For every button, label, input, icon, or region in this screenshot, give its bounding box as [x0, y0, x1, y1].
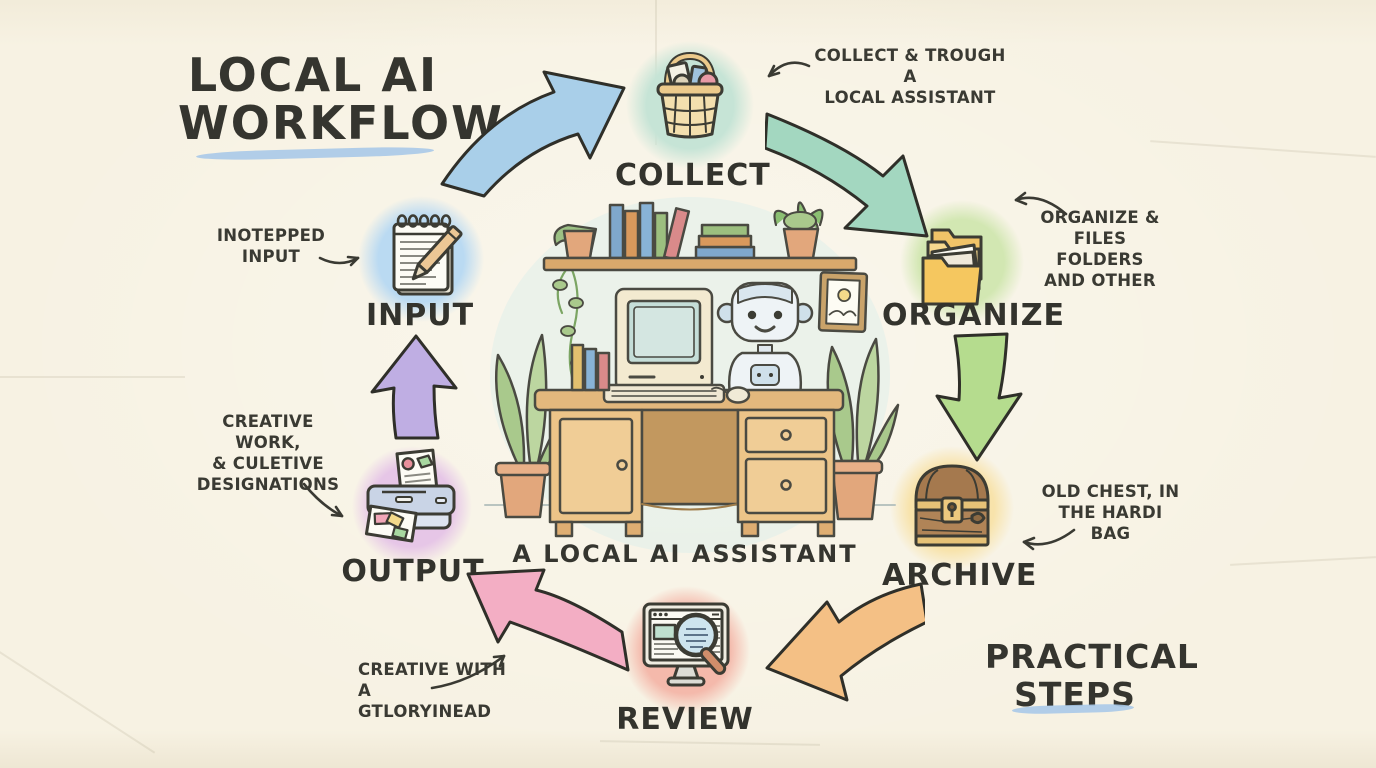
- step-label-collect: COLLECT: [615, 158, 771, 193]
- step-label-organize: ORGANIZE: [882, 298, 1065, 333]
- arrow-organize-to-archive: [935, 332, 1023, 462]
- step-label-output: OUTPUT: [341, 554, 485, 589]
- desk-book: [596, 351, 611, 392]
- page-title-line1: LOCAL AI: [187, 48, 439, 102]
- paper-crease: [0, 648, 156, 754]
- output-annotation-line2: & CULETIVE: [212, 453, 324, 473]
- collect-annotation-arrow-icon: [767, 61, 811, 78]
- organize-annotation-line3: AND OTHER: [1044, 270, 1156, 290]
- collect-annotation-line2: LOCAL ASSISTANT: [824, 87, 996, 107]
- organize-annotation-line1: ORGANIZE &: [1040, 208, 1160, 227]
- center-caption: A LOCAL AI ASSISTANT: [512, 540, 858, 568]
- input-annotation: INOTEPPED INPUT: [212, 226, 330, 268]
- basket-icon: [656, 52, 724, 139]
- notepad-pencil-icon: [392, 214, 463, 296]
- paper-crease: [1230, 556, 1376, 566]
- review-annotation-line1: CREATIVE WITH: [358, 660, 507, 679]
- organize-annotation: ORGANIZE & FILES FOLDERS AND OTHER: [1030, 208, 1170, 292]
- archive-annotation-arrow-icon: [1022, 528, 1076, 551]
- archive-annotation-line2: THE HARDI BAG: [1058, 502, 1163, 543]
- paper-crease: [599, 740, 821, 746]
- printer-icon: [364, 448, 456, 543]
- collect-annotation: COLLECT & TROUGH A LOCAL ASSISTANT: [810, 46, 1010, 109]
- organize-annotation-line2: FILES FOLDERS: [1056, 228, 1144, 269]
- footer-title: PRACTICAL STEPS: [985, 637, 1199, 714]
- paper-crease: [1150, 140, 1376, 158]
- step-label-review: REVIEW: [616, 702, 754, 737]
- collect-annotation-line1: COLLECT & TROUGH A: [814, 46, 1006, 86]
- treasure-chest-icon: [914, 464, 990, 547]
- desk-book: [583, 347, 598, 392]
- output-annotation: CREATIVE WORK, & CULETIVE DESIGNATIONS: [192, 412, 344, 496]
- paper-crease: [0, 376, 185, 378]
- monitor-magnifier-icon: [642, 602, 730, 687]
- desk-book: [570, 343, 585, 392]
- framed-picture: [817, 271, 869, 334]
- arrow-archive-to-review: [765, 582, 925, 702]
- desk-robot-illustration: [484, 197, 900, 553]
- review-annotation: CREATIVE WITH A GTLORYINEAD: [358, 660, 508, 723]
- footer-title-line1: PRACTICAL: [985, 637, 1199, 676]
- output-annotation-line1: CREATIVE WORK,: [222, 412, 314, 452]
- page-title-line2: WORKFLOW: [178, 95, 504, 150]
- review-annotation-line2: A GTLORYINEAD: [358, 680, 492, 721]
- archive-annotation-line1: OLD CHEST, IN: [1041, 482, 1180, 501]
- review-annotation-arrow-icon: [430, 654, 506, 690]
- input-annotation-line1: INOTEPPED: [216, 226, 326, 245]
- arrow-input-to-collect: [440, 70, 626, 198]
- archive-annotation: OLD CHEST, IN THE HARDI BAG: [1038, 482, 1183, 545]
- arrow-collect-to-organize: [765, 112, 929, 238]
- arrow-review-to-output: [466, 568, 630, 672]
- organize-annotation-arrow-icon: [1014, 191, 1068, 216]
- arrow-output-to-input: [370, 334, 458, 440]
- folders-icon: [921, 228, 983, 306]
- output-annotation-arrow-icon: [302, 482, 344, 518]
- step-label-input: INPUT: [365, 298, 475, 333]
- input-annotation-arrow-icon: [318, 255, 360, 267]
- input-annotation-line2: INPUT: [241, 246, 301, 266]
- retro-computer: [602, 287, 751, 404]
- page-title: LOCAL AI WORKFLOW: [178, 48, 504, 150]
- output-annotation-line3: DESIGNATIONS: [196, 474, 340, 494]
